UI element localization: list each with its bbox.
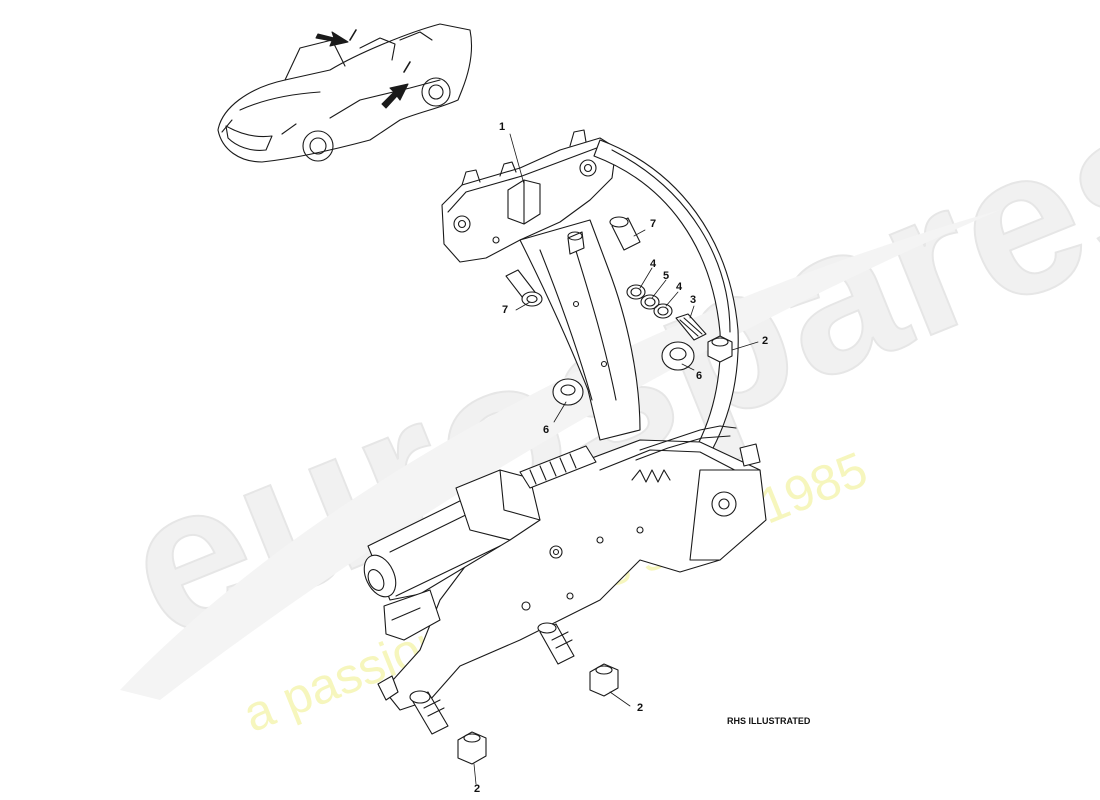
bush-6-right bbox=[661, 341, 695, 371]
washer-4b bbox=[653, 303, 673, 319]
callout-2-right: 2 bbox=[762, 335, 769, 347]
ribbed-section bbox=[519, 445, 597, 489]
hinge-bracket-assembly bbox=[441, 129, 739, 451]
callout-4b: 4 bbox=[676, 281, 683, 293]
car-lights bbox=[221, 119, 297, 135]
upper-fasteners bbox=[505, 216, 733, 406]
callout-4a: 4 bbox=[650, 258, 657, 270]
car-rear-wheel bbox=[421, 77, 451, 107]
side-box-port bbox=[711, 491, 737, 517]
watermark-swoosh bbox=[120, 210, 1000, 700]
pivot-stud bbox=[567, 231, 585, 255]
actuator-assembly bbox=[363, 425, 767, 735]
car-thumbnail bbox=[217, 23, 473, 163]
lower-nuts bbox=[457, 663, 619, 765]
stud-3 bbox=[675, 313, 707, 341]
nut-2-mid bbox=[589, 663, 619, 697]
callout-1: 1 bbox=[499, 121, 506, 133]
car-locator-arrow-2 bbox=[381, 83, 409, 109]
car-seats bbox=[359, 31, 433, 61]
lower-base-plate bbox=[383, 439, 761, 711]
callout-5: 5 bbox=[663, 270, 670, 282]
car-hood-line bbox=[239, 91, 321, 111]
callout-2-lower: 2 bbox=[474, 783, 481, 795]
coil-spring bbox=[631, 469, 671, 483]
washer-5 bbox=[640, 294, 660, 310]
lower-block bbox=[383, 589, 441, 641]
car-front-wheel bbox=[302, 130, 334, 162]
bush-6-left bbox=[552, 378, 584, 406]
callout-7-left: 7 bbox=[502, 304, 509, 316]
washer-4a bbox=[626, 284, 646, 300]
callout-3: 3 bbox=[690, 294, 697, 306]
car-windshield bbox=[284, 39, 346, 81]
car-grille bbox=[225, 125, 273, 151]
mount-hole-1 bbox=[453, 215, 471, 233]
callout-2-mid: 2 bbox=[637, 702, 644, 714]
mount-hole-2 bbox=[579, 159, 597, 177]
nut-2-right bbox=[707, 335, 733, 363]
nut-2-lower bbox=[457, 731, 487, 765]
callout-7-right: 7 bbox=[650, 218, 657, 230]
rhs-illustrated-note: RHS ILLUSTRATED bbox=[727, 716, 811, 726]
mount-tabs bbox=[461, 129, 587, 186]
car-locator-arrow-1 bbox=[315, 31, 349, 47]
leader-lines bbox=[473, 133, 759, 785]
callout-6-left: 6 bbox=[543, 424, 550, 436]
car-body-outline bbox=[217, 23, 473, 163]
callout-6-right: 6 bbox=[696, 370, 703, 382]
